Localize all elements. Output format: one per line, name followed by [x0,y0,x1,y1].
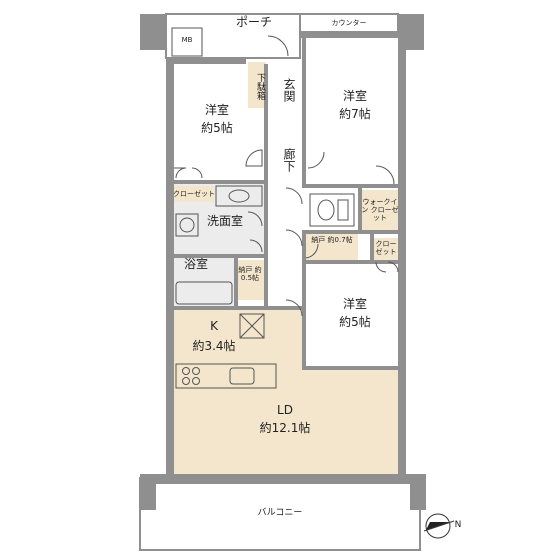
walk-in-closet-floor [360,190,400,230]
balcony-label: バルコニー [257,508,303,518]
room-west-name: 洋室 [204,103,229,117]
room-north-floor [304,38,400,184]
storage-label: 納戸 約0.7帖 [311,236,353,244]
shoe-box-label: 下駄箱 [255,72,265,100]
exterior-walls [140,14,426,510]
room-south-size: 約5帖 [339,315,371,329]
room-south-floor [304,262,400,368]
storage-floor [306,234,358,260]
closet-south-floor [372,238,400,262]
closet-west-floor [172,186,214,202]
bath-label: 浴室 [183,257,208,271]
room-west-size: 約5帖 [201,121,233,135]
porch-label: ポーチ [235,15,272,29]
kitchen-size: 約3.4帖 [192,339,236,353]
washroom-label: 洗面室 [206,214,243,228]
storage-small-label: 納戸 約0.5帖 [238,266,262,283]
interior-walls [172,38,400,370]
counter-label: カウンター [331,19,367,27]
ld-floor [172,308,304,476]
room-south-name: 洋室 [342,297,367,311]
compass-icon [423,513,455,539]
mb-label: MB [181,36,193,44]
balcony-area [139,477,421,551]
mb-box [171,27,203,57]
room-north-name: 洋室 [342,89,367,103]
closet-label: クローゼット [173,190,215,198]
room-north-size: 約7帖 [339,107,371,121]
corridor-label: 廊下 [282,148,296,172]
ld-name: LD [277,403,293,417]
counter-box [299,13,399,33]
kitchen-name: K [210,319,218,333]
north-label: N [454,520,462,530]
closet-small-label: クロー ゼット [375,240,397,257]
storage-small-floor [236,260,264,300]
shoe-box-floor [248,62,266,108]
fixtures [175,185,355,389]
ld-size: 約12.1帖 [259,421,311,435]
walk-in-closet-label: ウォークイン クローゼット [361,198,399,223]
entrance-label: 玄関 [282,78,296,102]
ld-floor-2 [304,368,400,476]
doors [174,35,399,317]
corridor-floor [266,60,304,308]
